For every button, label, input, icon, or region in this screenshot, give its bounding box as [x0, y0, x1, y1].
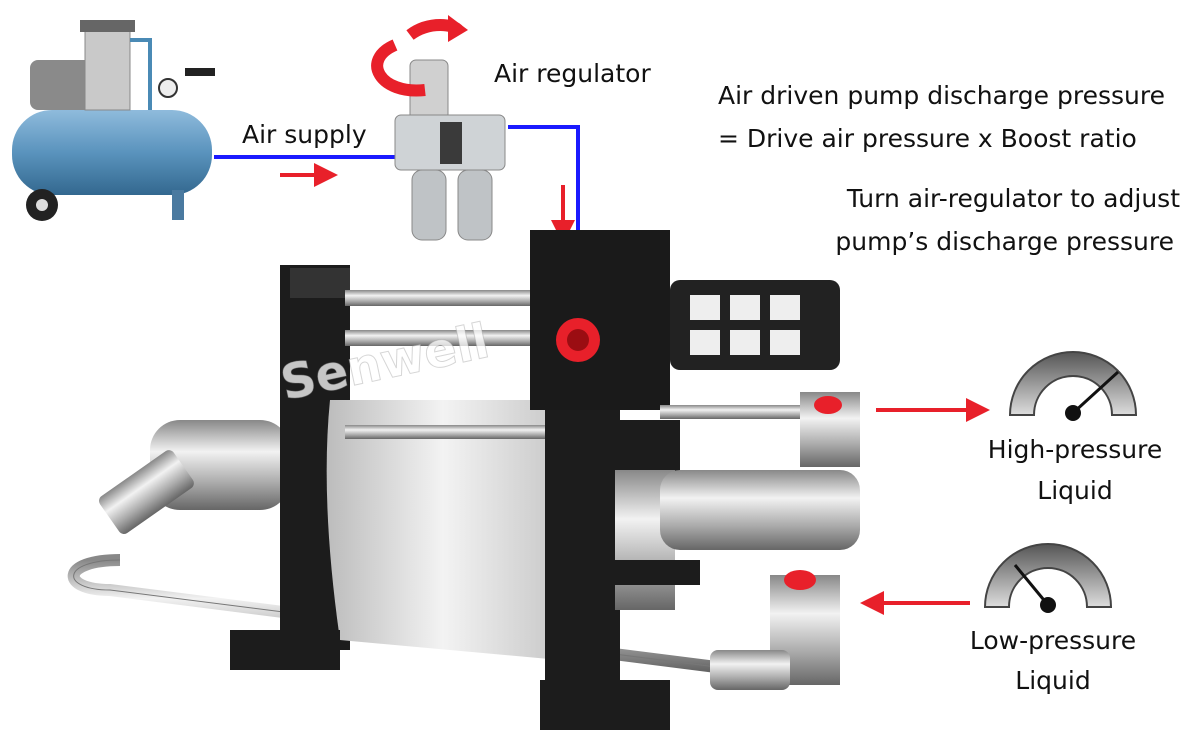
low-pressure-gauge-icon [983, 543, 1113, 613]
low-pressure-label-2: Liquid [1015, 666, 1091, 695]
air-regulator-icon[interactable] [394, 59, 506, 241]
high-pressure-label-2: Liquid [1037, 476, 1113, 505]
air-compressor-icon [12, 20, 215, 221]
high-pressure-gauge-icon [1008, 351, 1138, 421]
high-pressure-label-1: High-pressure [987, 435, 1163, 464]
formula-line-2: = Drive air pressure x Boost ratio [718, 124, 1137, 153]
low-pressure-label-1: Low-pressure [969, 626, 1137, 655]
adjust-line-2: pump’s discharge pressure [835, 227, 1174, 256]
adjust-line-1: Turn air-regulator to adjust [846, 184, 1180, 213]
air-supply-label: Air supply [242, 120, 367, 149]
formula-line-1: Air driven pump discharge pressure [718, 81, 1165, 110]
air-driven-pump-icon [67, 230, 860, 730]
air-regulator-label: Air regulator [494, 59, 651, 88]
